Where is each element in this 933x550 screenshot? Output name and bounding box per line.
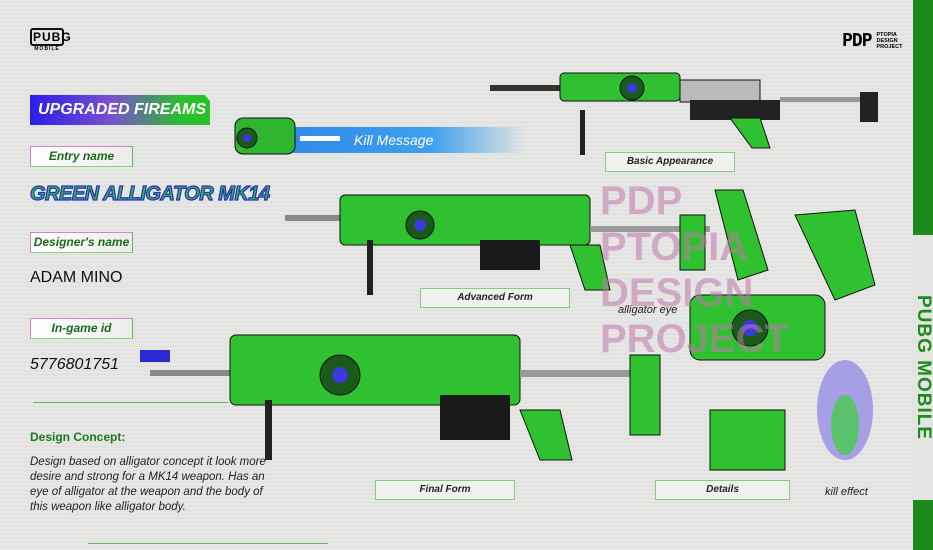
pdp-logo: PDP PTOPIA DESIGN PROJECT: [842, 30, 917, 51]
kill-message-text: Kill Message: [354, 132, 434, 148]
caption-kill-effect: kill effect: [825, 486, 868, 498]
detail-parts: [689, 189, 876, 471]
divider-bottom: [88, 543, 328, 544]
caption-details: Details: [655, 480, 790, 500]
designer-label: Designer's name: [30, 232, 133, 253]
caption-final-form: Final Form: [375, 480, 515, 500]
advanced-form-gun: [285, 194, 710, 295]
weapon-name: GREEN ALLIGATOR MK14: [29, 182, 270, 205]
divider: [33, 402, 228, 403]
pubg-logo-sub: MOBILE: [34, 46, 60, 52]
kill-message-gun-icon: [234, 117, 340, 155]
pubg-logo: PUBG MOBILE: [30, 28, 71, 52]
final-form-gun: [140, 334, 661, 461]
side-banner-text: PUBG MOBILE: [913, 235, 933, 500]
pdp-logo-text: PTOPIA DESIGN PROJECT: [876, 31, 903, 50]
caption-basic-appearance: Basic Appearance: [605, 152, 735, 172]
pdp-logo-mark: PDP: [842, 30, 872, 51]
designer-name: ADAM MINO: [30, 269, 123, 286]
in-game-id-label: In-game id: [30, 318, 133, 339]
entry-name-label: Entry name: [30, 146, 133, 167]
in-game-id: 5776801751: [30, 356, 119, 373]
header-banner: UPGRADED FIREAMS: [30, 95, 210, 125]
pubg-logo-text: PUBG: [30, 28, 71, 46]
caption-advanced-form: Advanced Form: [420, 288, 570, 308]
basic-appearance-gun: [490, 72, 878, 155]
concept-title: Design Concept:: [30, 430, 126, 444]
concept-text: Design based on alligator concept it loo…: [30, 456, 266, 513]
caption-alligator-eye: alligator eye: [618, 304, 678, 316]
